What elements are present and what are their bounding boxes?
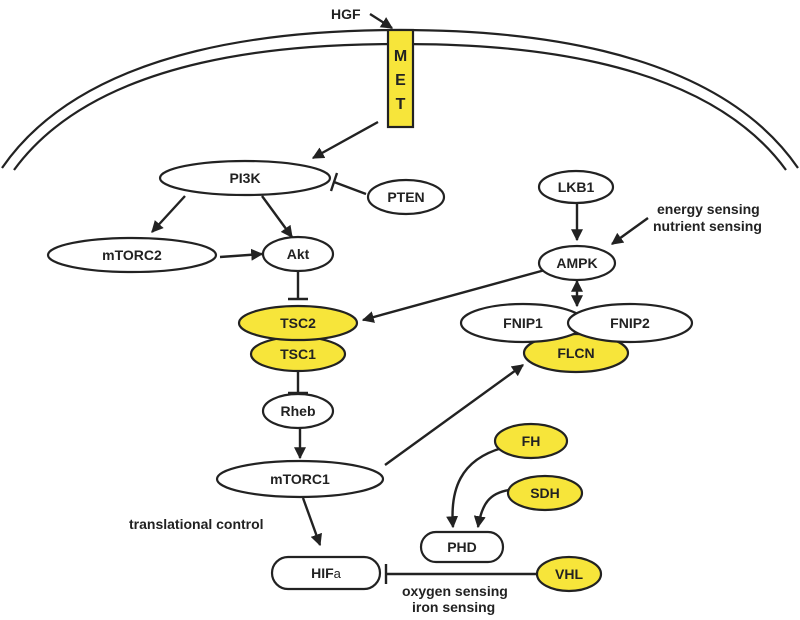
edge-mtorc2-akt (219, 248, 264, 261)
edge-sensing-ampk (611, 217, 649, 245)
node-akt[interactable]: Akt (261, 235, 335, 273)
svg-text:PI3K: PI3K (229, 170, 260, 186)
node-flcn[interactable]: FLCN (522, 332, 630, 374)
node-pten[interactable]: PTEN (366, 178, 446, 216)
nutrient-sensing-label: nutrient sensing (653, 218, 762, 234)
svg-text:Rheb: Rheb (281, 403, 316, 419)
node-tsc1[interactable]: TSC1 (249, 335, 347, 373)
edge-met-pi3k (311, 120, 379, 160)
svg-text:VHL: VHL (555, 566, 583, 582)
svg-text:FNIP1: FNIP1 (503, 315, 543, 331)
node-ampk[interactable]: AMPK (537, 244, 617, 282)
svg-text:FLCN: FLCN (557, 345, 594, 361)
met-receptor[interactable]: M E T (386, 28, 415, 129)
node-lkb1[interactable]: LKB1 (537, 169, 615, 205)
svg-text:TSC1: TSC1 (280, 346, 316, 362)
met-letter-e: E (395, 72, 406, 89)
svg-text:AMPK: AMPK (556, 255, 597, 271)
inhibit-bar-pten (329, 172, 339, 192)
svg-text:SDH: SDH (530, 485, 560, 501)
hif-main: HIF (311, 565, 334, 581)
hif-sub: a (334, 566, 342, 581)
svg-text:FNIP2: FNIP2 (610, 315, 650, 331)
svg-text:mTORC2: mTORC2 (102, 247, 162, 263)
node-fnip1[interactable]: FNIP1 (459, 302, 587, 344)
edge-mtorc1-flcn (384, 364, 524, 466)
svg-text:FH: FH (522, 433, 541, 449)
met-box (386, 28, 415, 129)
svg-text:LKB1: LKB1 (558, 179, 595, 195)
node-vhl[interactable]: VHL (535, 555, 603, 593)
edge-pten-pi3k (333, 180, 367, 196)
node-pi3k[interactable]: PI3K (158, 159, 332, 197)
node-fnip2[interactable]: FNIP2 (566, 302, 694, 344)
svg-text:TSC2: TSC2 (280, 315, 316, 331)
edges (151, 12, 649, 584)
svg-text:PHD: PHD (447, 539, 477, 555)
oxygen-sensing-label: oxygen sensing (402, 583, 508, 599)
node-fh[interactable]: FH (493, 422, 569, 460)
node-mtorc1[interactable]: mTORC1 (215, 459, 385, 499)
edge-fh-phd (446, 446, 503, 529)
edge-pi3k-akt (261, 195, 293, 238)
node-rheb[interactable]: Rheb (261, 392, 335, 430)
edge-pi3k-mtorc2 (151, 195, 186, 233)
edge-mtorc1-hif (301, 497, 322, 547)
svg-text:Akt: Akt (287, 246, 310, 262)
node-tsc2[interactable]: TSC2 (237, 304, 359, 342)
translational-control-label: translational control (129, 516, 264, 532)
iron-sensing-label: iron sensing (412, 599, 495, 615)
met-letter-t: T (396, 96, 406, 113)
svg-text:mTORC1: mTORC1 (270, 471, 330, 487)
met-letter-m: M (394, 48, 407, 65)
node-hif[interactable]: HIFa (270, 555, 382, 591)
svg-text:HIFa: HIFa (311, 565, 342, 581)
node-phd[interactable]: PHD (419, 530, 505, 564)
hgf-label: HGF (331, 6, 361, 22)
edge-hgf-met (369, 12, 394, 30)
node-mtorc2[interactable]: mTORC2 (46, 236, 218, 274)
edge-sdh-phd (473, 488, 510, 529)
svg-text:PTEN: PTEN (387, 189, 424, 205)
node-sdh[interactable]: SDH (506, 474, 584, 512)
edge-ampk-tsc2 (361, 268, 546, 323)
energy-sensing-label: energy sensing (657, 201, 760, 217)
